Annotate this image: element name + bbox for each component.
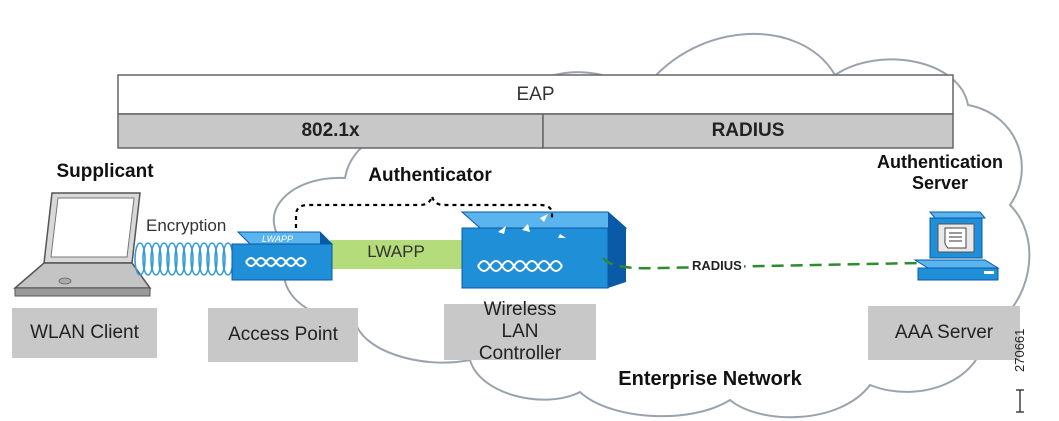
auth-server-label: Authentication Server [877, 152, 1003, 193]
eap-box [117, 74, 954, 115]
authenticator-label: Authenticator [368, 165, 492, 186]
authenticator-bracket [294, 195, 554, 228]
laptop-icon [12, 192, 152, 297]
aaa-server-box: AAA Server [868, 306, 1020, 360]
ap-badge-label: LWAPP [262, 234, 293, 244]
wlan-client-box: WLAN Client [12, 308, 157, 358]
access-point-icon [231, 231, 334, 281]
supplicant-label: Supplicant [56, 161, 154, 182]
cursor-mark [1016, 389, 1024, 413]
radius-proto-box [542, 113, 954, 149]
radius-link-label: RADIUS [690, 258, 744, 273]
encryption-coil [134, 242, 234, 276]
lwapp-label: LWAPP [367, 242, 425, 261]
lwapp-tunnel [330, 240, 462, 269]
eap-label: EAP [516, 83, 555, 105]
server-icon [913, 211, 1000, 281]
radius-link [602, 257, 921, 270]
figure-id: 270661 [1012, 328, 1027, 372]
radius-proto-label: RADIUS [711, 120, 785, 141]
access-point-box: Access Point [208, 308, 358, 362]
dot1x-label: 802.1x [301, 120, 360, 141]
wlc-icon [460, 211, 628, 289]
wlc-box: Wireless LAN Controller [444, 299, 596, 364]
enterprise-network-label: Enterprise Network [618, 368, 802, 390]
encryption-label: Encryption [146, 216, 227, 235]
dot1x-box [117, 113, 544, 149]
